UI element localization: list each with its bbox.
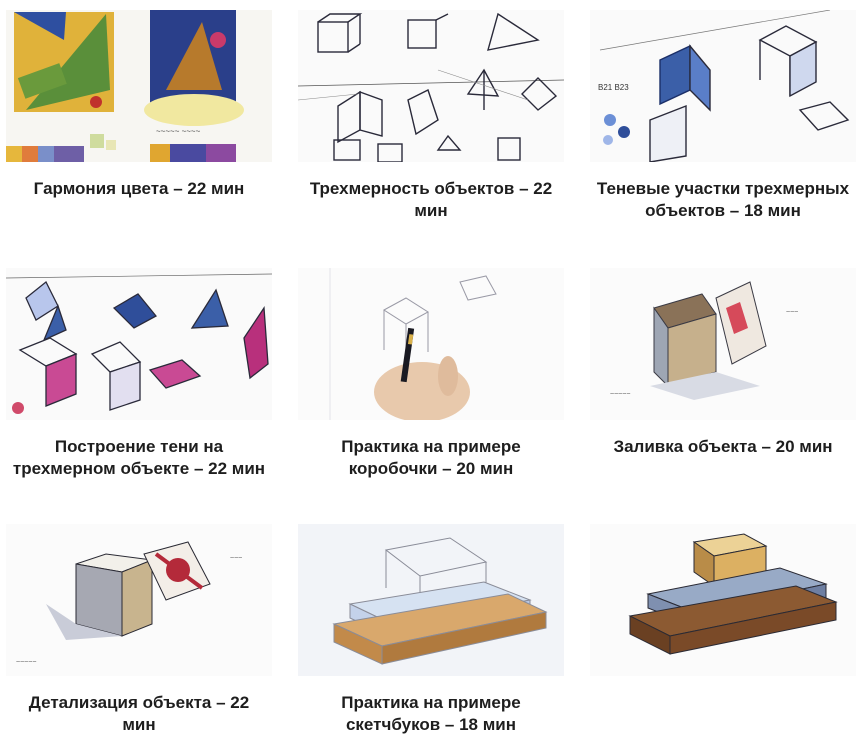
svg-text:~~~~~ ~~~~: ~~~~~ ~~~~ xyxy=(156,127,201,136)
svg-text:~~~: ~~~ xyxy=(786,309,798,316)
lesson-title[interactable]: Заливка объекта – 20 мин xyxy=(613,437,833,456)
lesson-card-6[interactable]: ~~~ ~~~~~ Заливка объекта – 20 мин xyxy=(588,268,858,458)
cast-shadow-sketch-icon[interactable] xyxy=(6,268,272,420)
svg-text:B21 B23: B21 B23 xyxy=(598,83,629,92)
svg-text:~~~~~: ~~~~~ xyxy=(16,659,36,666)
shaded-cubes-sketch-icon[interactable]: B21 B23 xyxy=(590,10,856,162)
svg-text:~~~~~: ~~~~~ xyxy=(610,391,630,398)
sketchbooks-outline-icon[interactable] xyxy=(298,524,564,676)
lesson-title[interactable]: Детализация объекта – 22 мин xyxy=(28,693,250,734)
lesson-title[interactable]: Трехмерность объектов – 22 мин xyxy=(309,179,553,220)
lesson-title[interactable]: Построение тени на трехмерном объекте – … xyxy=(12,437,266,478)
lesson-title[interactable]: Практика на примере скетчбуков – 18 мин xyxy=(341,693,521,734)
color-harmony-sketch-icon[interactable]: ~~~~~ ~~~~ xyxy=(6,10,272,162)
lesson-card-9[interactable] xyxy=(588,524,858,692)
gift-box-sketch-icon[interactable]: ~~~ ~~~~~ xyxy=(6,524,272,676)
lesson-title[interactable]: Практика на примере коробочки – 20 мин xyxy=(341,437,521,478)
lesson-title[interactable]: Теневые участки трехмерных объектов – 18… xyxy=(596,179,850,220)
lesson-card-5[interactable]: Практика на примере коробочки – 20 мин xyxy=(296,268,566,480)
lesson-card-3[interactable]: B21 B23 Теневые участки трехмерных объек… xyxy=(588,10,858,222)
lesson-card-7[interactable]: ~~~ ~~~~~ Детализация объекта – 22 мин xyxy=(4,524,274,736)
lesson-card-1[interactable]: ~~~~~ ~~~~ Гармония цвета – 22 мин xyxy=(4,10,274,200)
filled-box-sketch-icon[interactable]: ~~~ ~~~~~ xyxy=(590,268,856,420)
perspective-cubes-sketch-icon[interactable] xyxy=(298,10,564,162)
lesson-card-8[interactable]: Практика на примере скетчбуков – 18 мин xyxy=(296,524,566,736)
lesson-card-2[interactable]: Трехмерность объектов – 22 мин xyxy=(296,10,566,222)
stacked-books-sketch-icon[interactable] xyxy=(590,524,856,676)
lesson-card-4[interactable]: Построение тени на трехмерном объекте – … xyxy=(4,268,274,480)
lesson-title[interactable]: Гармония цвета – 22 мин xyxy=(33,179,245,198)
hand-drawing-box-icon[interactable] xyxy=(298,268,564,420)
svg-text:~~~: ~~~ xyxy=(230,555,242,562)
